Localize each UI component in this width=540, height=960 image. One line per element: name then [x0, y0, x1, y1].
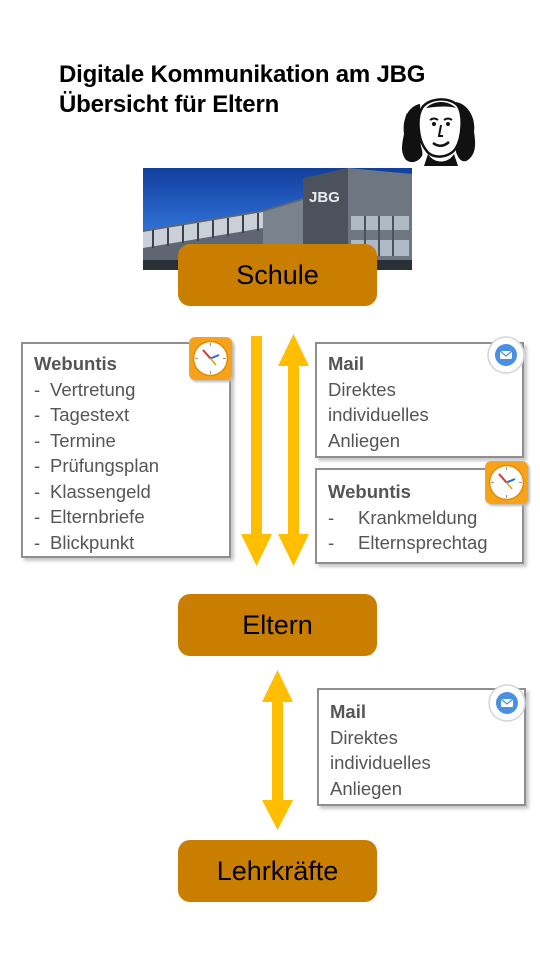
title-line-2: Übersicht für Eltern	[59, 91, 280, 118]
webuntis-schule-box: Webuntis -Vertretung -Tagestext -Termine…	[21, 342, 231, 558]
portrait-logo	[398, 94, 478, 166]
box-line: individuelles	[330, 752, 431, 773]
list-item: -Vertretung	[34, 378, 136, 400]
arrow-double-schule-eltern	[278, 334, 309, 566]
page-title: Digitale Kommunikation am JBG Übersicht …	[59, 60, 425, 120]
mail-icon	[488, 684, 526, 722]
box-line: Direktes	[328, 378, 396, 400]
list-item: -Elternsprechtag	[328, 532, 488, 553]
node-schule: Schule	[178, 244, 377, 306]
clock-icon	[485, 461, 528, 504]
list-item: -Blickpunkt	[34, 531, 135, 553]
box-line: Direktes	[330, 726, 398, 748]
node-lehrkraefte: Lehrkräfte	[178, 840, 377, 902]
list-item: -Tagestext	[34, 404, 130, 425]
node-eltern: Eltern	[178, 594, 377, 656]
mail-icon	[487, 336, 525, 374]
list-item: -Krankmeldung	[328, 506, 478, 528]
clock-icon	[189, 337, 232, 380]
mail-schule-box: Mail Direktes individuelles Anliegen	[315, 342, 524, 458]
box-title: Webuntis	[34, 353, 117, 374]
box-title: Mail	[330, 701, 366, 722]
title-line-1: Digitale Kommunikation am JBG	[59, 61, 426, 88]
box-line: Anliegen	[330, 777, 403, 799]
list-item: -Termine	[34, 429, 116, 451]
list-item: -Prüfungsplan	[34, 455, 160, 476]
building-sign: JBG	[309, 189, 340, 206]
box-line: individuelles	[328, 404, 429, 425]
list-item: -Elternbriefe	[34, 506, 145, 527]
box-title: Mail	[328, 353, 364, 374]
arrow-down-schule-to-eltern	[241, 336, 272, 566]
arrow-double-eltern-lehrkraefte	[262, 670, 293, 830]
box-title: Webuntis	[328, 481, 411, 502]
list-item: -Klassengeld	[34, 480, 151, 502]
box-line: Anliegen	[328, 429, 401, 451]
